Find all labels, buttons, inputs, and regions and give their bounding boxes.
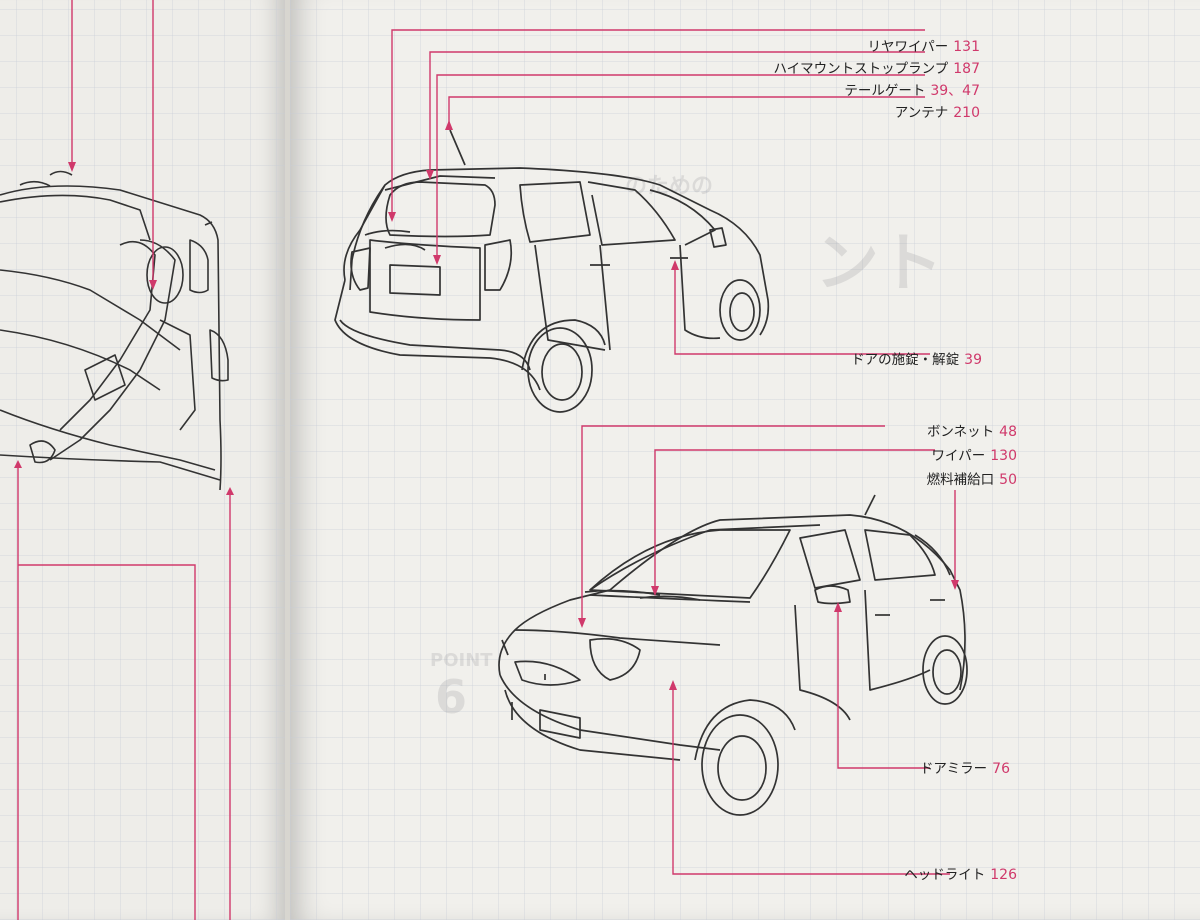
label-rear-wiper-text: リヤワイパー	[867, 39, 949, 55]
label-high-mount-stop-lamp-text: ハイマウントストップランプ	[773, 61, 949, 77]
left-page	[0, 0, 285, 920]
label-wiper-text: ワイパー	[931, 448, 986, 464]
car-illustrations	[334, 29, 968, 875]
label-antenna-text: アンテナ	[894, 105, 949, 121]
label-door-lock-page: 39	[964, 352, 982, 368]
label-fuel-filler-page: 50	[999, 472, 1017, 488]
label-door-mirror-text: ドアミラー	[919, 761, 988, 777]
label-fuel-filler-text: 燃料補給口	[926, 472, 995, 488]
label-door-lock-text: ドアの施錠・解錠	[851, 352, 960, 368]
leader-lines	[391, 29, 956, 875]
right-page-grid	[290, 0, 1200, 920]
rear-car-drawing	[334, 129, 770, 413]
label-door-mirror-page: 76	[992, 761, 1010, 777]
label-headlight-text: ヘッドライト	[904, 867, 986, 883]
label-antenna-page: 210	[953, 105, 980, 121]
label-wiper-page: 130	[990, 448, 1017, 464]
cargo-area-illustration	[0, 0, 234, 920]
watermark-point: POINT	[430, 650, 493, 671]
label-tailgate-page: 39、47	[930, 83, 980, 99]
label-tailgate-text: テールゲート	[844, 83, 926, 99]
label-headlight-page: 126	[990, 867, 1017, 883]
right-page: のための ント POINT 6	[290, 0, 1200, 920]
label-bonnet-text: ボンネット	[926, 424, 995, 440]
leader-arrowheads	[388, 120, 959, 690]
front-car-drawing	[498, 494, 968, 816]
label-bonnet-page: 48	[999, 424, 1017, 440]
watermark-point-number: 6	[435, 670, 468, 724]
label-rear-wiper-page: 131	[953, 39, 980, 55]
label-high-mount-stop-lamp-page: 187	[953, 61, 980, 77]
watermark-heading-large: ント	[815, 227, 943, 301]
